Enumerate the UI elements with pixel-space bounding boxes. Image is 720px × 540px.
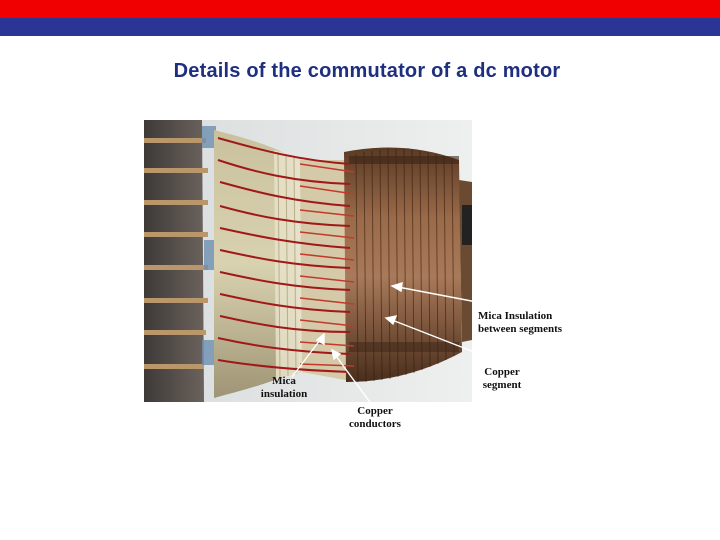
label-copper-conductors: Copper conductors — [340, 405, 410, 431]
commutator-photo — [144, 120, 472, 402]
label-line-1: Mica — [272, 375, 296, 387]
top-blue-bar — [0, 18, 720, 36]
label-line-2: segment — [482, 379, 522, 391]
top-red-bar — [0, 0, 720, 18]
label-line-2: insulation — [260, 388, 308, 400]
label-line-1: Copper — [484, 366, 520, 378]
label-line-2: between segments — [478, 323, 563, 335]
label-mica-insulation: Mica insulation — [254, 375, 314, 401]
label-line-1: Mica Insulation — [478, 310, 553, 322]
label-line-1: Copper — [357, 405, 393, 417]
label-mica-insulation-between-segments: Mica Insulation between segments — [478, 310, 588, 336]
label-line-2: conductors — [349, 418, 401, 430]
label-copper-segment: Copper segment — [476, 366, 528, 392]
slide-title: Details of the commutator of a dc motor — [173, 60, 561, 82]
